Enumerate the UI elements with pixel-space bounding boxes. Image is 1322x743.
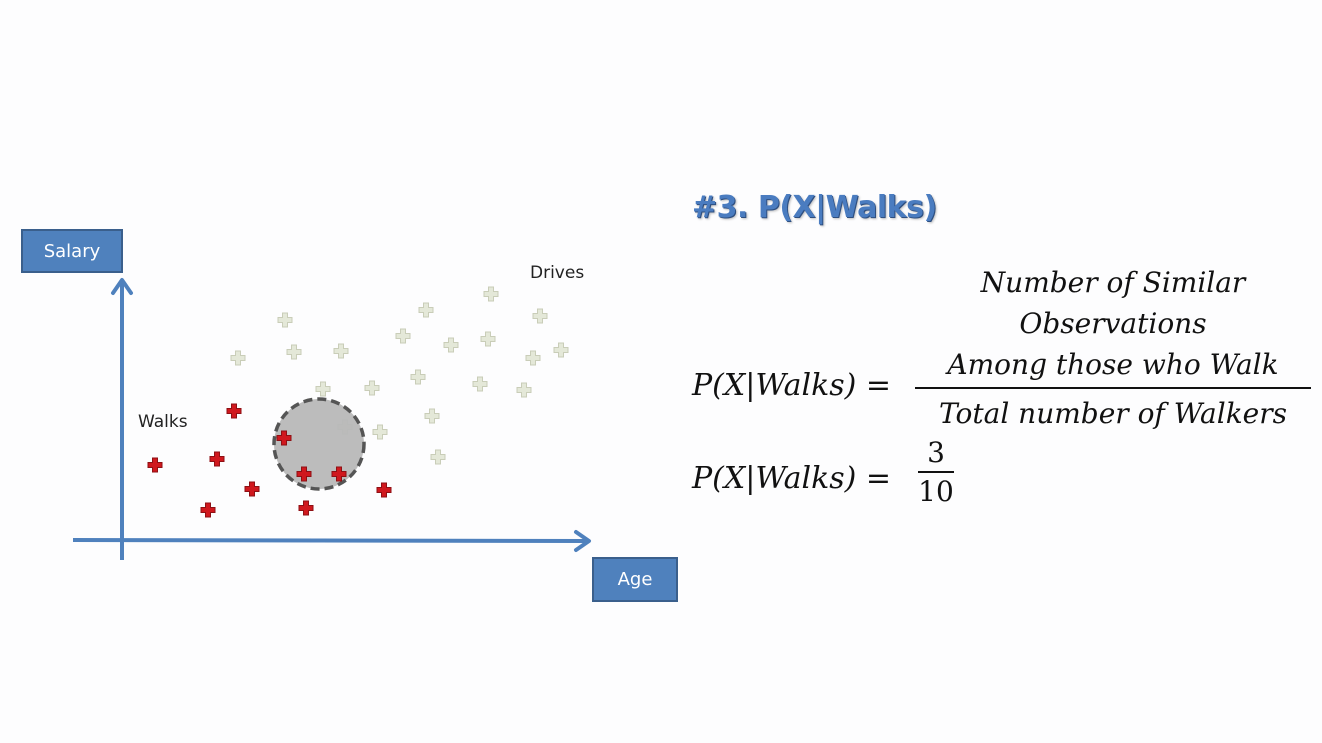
drives-point	[230, 350, 246, 366]
drives-point	[472, 376, 488, 392]
drives-point	[410, 369, 426, 385]
numerator-line-1: Number of Similar	[980, 266, 1246, 299]
drives-point	[483, 286, 499, 302]
drives-point	[516, 382, 532, 398]
result-lhs: P(X|Walks) =	[692, 461, 892, 496]
walks-point	[147, 457, 163, 473]
drives-point	[443, 337, 459, 353]
walks-point	[298, 500, 314, 516]
drives-point	[480, 331, 496, 347]
drives-point	[372, 424, 388, 440]
drives-point	[286, 344, 302, 360]
walks-point	[200, 502, 216, 518]
drives-point	[395, 328, 411, 344]
drives-point	[315, 381, 331, 397]
age-label-text: Age	[617, 569, 653, 590]
y-axis-label-salary: Salary	[21, 229, 123, 273]
drives-point	[430, 449, 446, 465]
y-axis-arrowhead	[111, 278, 133, 295]
walks-point	[376, 482, 392, 498]
x-axis	[72, 538, 589, 543]
walks-point	[209, 451, 225, 467]
drives-point	[553, 342, 569, 358]
formula-fraction: Number of Similar Observations Among tho…	[915, 262, 1311, 434]
similarity-circle	[272, 397, 366, 491]
fraction-bar	[915, 387, 1311, 389]
salary-label-text: Salary	[43, 240, 101, 262]
drives-group-label: Drives	[530, 263, 585, 283]
result-fraction-bar	[918, 471, 954, 473]
drives-point	[525, 350, 541, 366]
numerator-line-2: Observations	[1019, 307, 1207, 340]
result-denominator: 10	[918, 475, 954, 508]
walks-point	[244, 481, 260, 497]
walks-group-label: Walks	[138, 412, 188, 432]
result-numerator: 3	[927, 436, 945, 469]
drives-point	[277, 312, 293, 328]
formula-lhs: P(X|Walks) =	[692, 368, 892, 403]
x-axis-label-age: Age	[592, 557, 678, 602]
drives-point	[424, 408, 440, 424]
result-fraction: 3 10	[918, 436, 954, 508]
x-axis-arrowhead	[574, 530, 591, 552]
denominator: Total number of Walkers	[939, 397, 1287, 430]
slide-title: #3. P(X|Walks)	[692, 190, 937, 225]
numerator-line-3: Among those who Walk	[947, 348, 1279, 381]
drives-point	[418, 302, 434, 318]
walks-point	[226, 403, 242, 419]
drives-point	[364, 380, 380, 396]
drives-point	[333, 343, 349, 359]
drives-point	[532, 308, 548, 324]
